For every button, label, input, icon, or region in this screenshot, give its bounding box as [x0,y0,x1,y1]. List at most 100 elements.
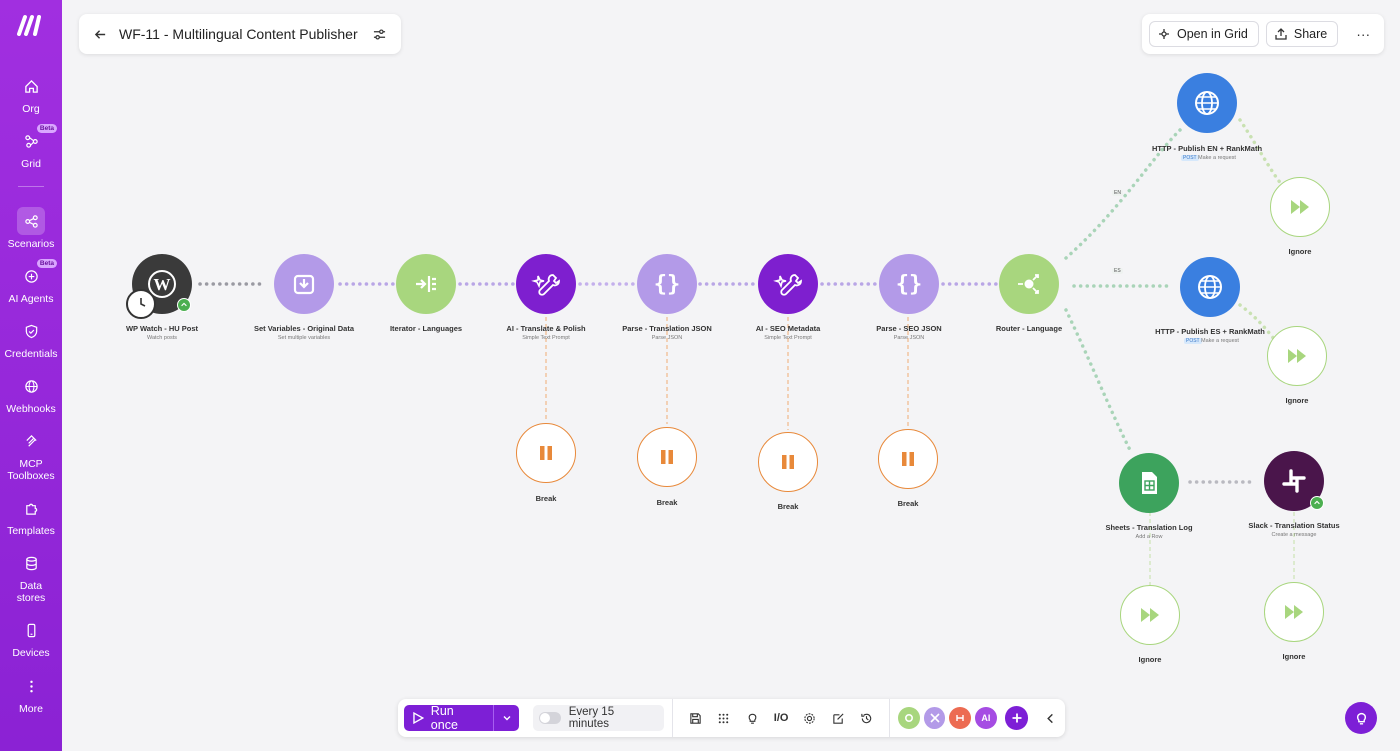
schedule-label: Every 15 minutes [568,706,615,730]
sidebar-divider [18,186,44,187]
pause-icon [782,455,794,469]
scenario-title[interactable]: WF-11 - Multilingual Content Publisher [119,26,358,42]
arrange-button[interactable] [710,705,739,731]
sidebar-item-devices[interactable]: Devices [0,616,62,659]
sidebar-item-more[interactable]: More [0,672,62,715]
sidebar-item-data-stores[interactable]: Data stores [0,549,62,604]
ai-tools-icon [773,274,802,296]
tools-pill[interactable] [923,707,946,729]
edit-note-icon [833,712,844,724]
sidebar-item-credentials[interactable]: Credentials [0,317,62,360]
sidebar-item-templates[interactable]: Templates [0,494,62,537]
run-once-label: Run once [430,704,458,732]
scenario-settings-button[interactable] [370,25,388,43]
scenario-toolbar: Run once Every 15 minutes I/O AI [398,699,1065,737]
module-label: HTTP - Publish ES + RankMath [1155,327,1265,336]
module-label: Break [897,499,919,508]
module-label: Break [777,502,799,511]
fast-forward-icon [1291,200,1309,214]
sidebar-item-label: Devices [12,647,50,659]
make-logo-icon[interactable] [17,14,45,36]
home-icon [24,79,38,93]
module-sub: Set multiple variables [277,335,331,341]
grid-sparkle-icon [1159,29,1169,39]
break-circle[interactable] [758,432,818,492]
more-icon [29,680,33,692]
ai-circle[interactable] [758,254,818,314]
module-label: Parse - SEO JSON [876,324,942,333]
filter-en-label[interactable]: EN [1112,190,1123,196]
module-sub: Create a message [1271,532,1317,538]
help-button[interactable] [1345,702,1377,734]
globe-icon [1195,91,1219,115]
sidebar-item-webhooks[interactable]: Webhooks [0,372,62,415]
open-in-grid-button[interactable]: Open in Grid [1149,21,1259,47]
pause-icon [902,452,914,466]
text-parser-pill[interactable] [949,707,972,729]
module-label: AI - Translate & Polish [506,324,586,333]
sidebar-item-mcp-toolboxes[interactable]: MCP Toolboxes [0,427,62,482]
explain-flow-button[interactable] [738,705,767,731]
share-icon [24,214,38,228]
flow-circle[interactable] [396,254,456,314]
ignore-circle[interactable] [1270,177,1330,237]
module-label: Slack - Translation Status [1248,521,1340,530]
module-label: WP Watch - HU Post [125,324,199,333]
flow-control-pill[interactable] [898,707,920,729]
history-button[interactable] [853,705,882,731]
schedule-clock-icon[interactable] [126,289,156,319]
back-button[interactable] [91,25,109,43]
router-circle[interactable] [999,254,1059,314]
sidebar-item-org[interactable]: Org [0,72,62,115]
schedule-toggle[interactable] [539,712,561,724]
sidebar-item-label: MCP Toolboxes [7,458,55,482]
break-circle[interactable] [637,427,697,487]
break-circle[interactable] [878,429,938,489]
ai-pill[interactable]: AI [975,707,997,729]
collapse-toolbar-button[interactable] [1036,705,1065,731]
run-once-button[interactable]: Run once [404,704,494,732]
mcp-icon [25,434,37,447]
sheets-circle[interactable] [1119,453,1179,513]
http-circle[interactable] [1180,257,1240,317]
module-sub: Add a Row [1135,534,1163,540]
sidebar-item-ai-agents[interactable]: Beta AI Agents [0,259,62,305]
sidebar-item-grid[interactable]: Beta Grid [0,124,62,170]
pause-icon [661,450,673,464]
module-label: Ignore [1288,247,1312,256]
http-method-tag: POST [1184,338,1202,344]
module-sub: Parse JSON [651,335,683,341]
json-circle[interactable]: {} [879,254,939,314]
more-options-icon[interactable]: ··· [1356,26,1371,42]
settings-button[interactable] [795,705,824,731]
spreadsheet-icon [1142,472,1157,494]
module-sub: Parse JSON [893,335,925,341]
pause-icon [540,446,552,460]
ai-circle[interactable] [516,254,576,314]
grid-icon [24,134,38,148]
http-circle[interactable] [1177,73,1237,133]
puzzle-icon [25,503,37,515]
sidebar-item-label: Scenarios [7,238,55,250]
braces-icon: {} [654,272,681,297]
lightbulb-icon [748,713,757,724]
break-circle[interactable] [516,423,576,483]
add-module-button[interactable] [1004,706,1029,730]
sidebar-item-label: Org [22,103,40,115]
notes-button[interactable] [824,705,853,731]
wordpress-icon: W [148,270,176,298]
ignore-circle[interactable] [1120,585,1180,645]
run-options-dropdown[interactable] [493,705,520,731]
tools-circle[interactable] [274,254,334,314]
ai-tools-icon [531,274,560,296]
filter-es-label[interactable]: ES [1112,268,1123,274]
scenario-header: WF-11 - Multilingual Content Publisher [79,14,401,54]
ignore-circle[interactable] [1267,326,1327,386]
share-button[interactable]: Share [1265,21,1339,47]
json-circle[interactable]: {} [637,254,697,314]
sidebar-item-scenarios[interactable]: Scenarios [0,207,62,250]
io-button[interactable]: I/O [773,712,789,724]
save-button[interactable] [681,705,710,731]
ignore-circle[interactable] [1264,582,1324,642]
schedule-control[interactable]: Every 15 minutes [533,705,665,731]
